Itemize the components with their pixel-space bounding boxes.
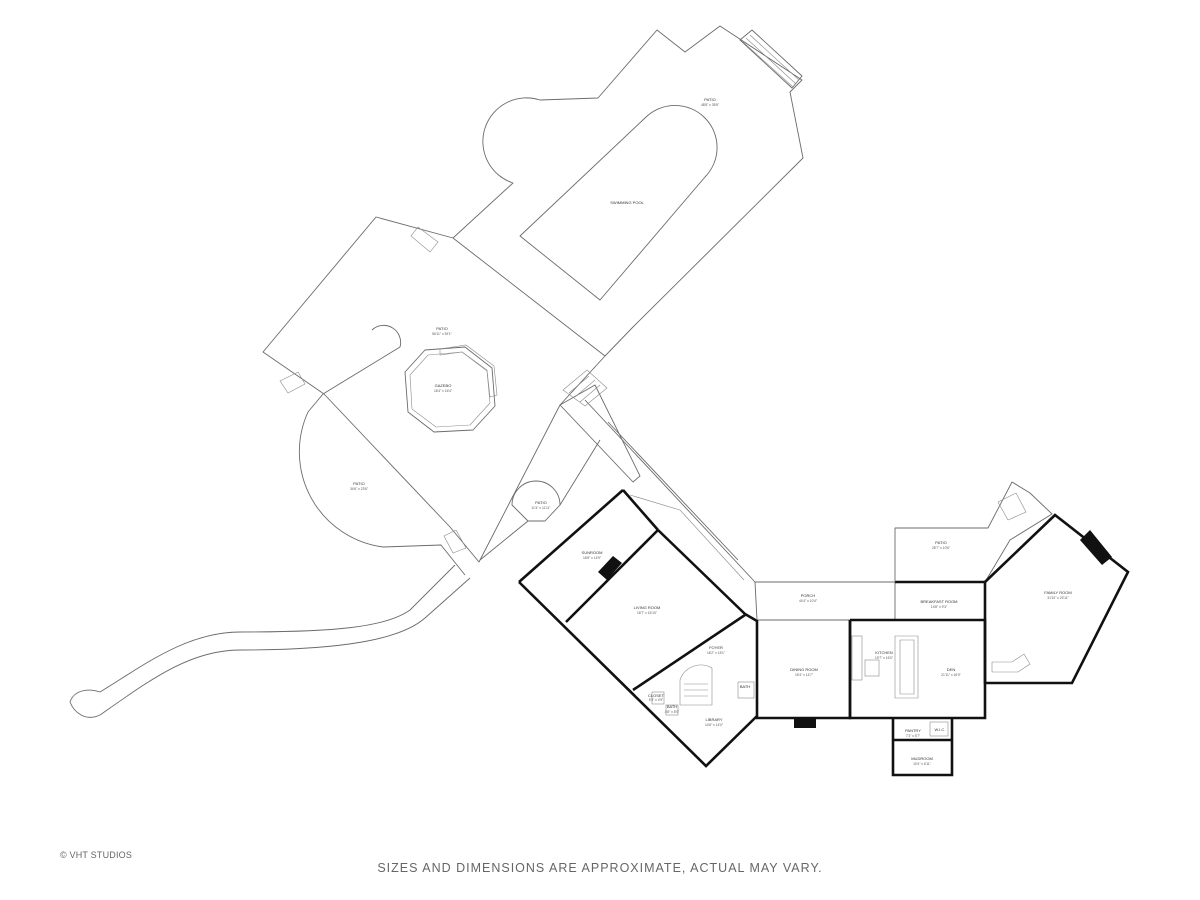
room-dims-breakfast: 14'8" x 9'3" (931, 605, 948, 609)
left-patio-outline (298, 393, 467, 576)
room-label-foyer: FOYER (709, 645, 723, 650)
room-dims-porch: 44'4" x 10'4" (799, 599, 818, 603)
room-label-living: LIVING ROOM (634, 605, 661, 610)
room-label-patio-small: PATIO (535, 500, 546, 505)
room-label-patio-right: PATIO (935, 540, 946, 545)
room-label-den: DEN (947, 667, 956, 672)
room-dims-library: 14'6" x 14'0" (705, 723, 724, 727)
room-label-pool: SWIMMING POOL (610, 200, 644, 205)
room-label-sunroom: SUNROOM (582, 550, 603, 555)
room-labels: PATIO 48'8" x 35'8" SWIMMING POOL PATIO … (350, 97, 1072, 766)
room-label-bath: BATH (740, 684, 750, 689)
breakfast-and-patio (894, 481, 1053, 620)
living-wing-walls (518, 489, 758, 768)
room-label-family: FAMILY ROOM (1044, 590, 1071, 595)
center-block-walls (754, 581, 987, 728)
room-dims-foyer: 16'2" x 15'1" (707, 651, 726, 655)
family-room-walls (983, 513, 1130, 685)
room-dims-living: 18'7" x 16'10" (637, 611, 658, 615)
driveway-outline (69, 564, 471, 718)
room-dims-pantry: 7'3" x 5'7" (906, 734, 921, 738)
room-label-library: LIBRARY (705, 717, 722, 722)
room-label-porch: PORCH (801, 593, 816, 598)
room-dims-patio-right: 28'7" x 10'6" (932, 546, 951, 550)
walkway-outline (559, 369, 850, 583)
room-dims-patio-top: 48'8" x 35'8" (701, 103, 720, 107)
room-dims-mudroom: 10'4" x 6'11" (913, 762, 932, 766)
room-label-mudroom: MUDROOM (911, 756, 933, 761)
room-dims-closet: 5'3" x 4'9" (649, 698, 664, 702)
room-label-breakfast: BREAKFAST ROOM (920, 599, 957, 604)
room-dims-patio-mid: 56'11" x 39'1" (432, 332, 452, 336)
copyright-text: © VHT STUDIOS (60, 850, 133, 860)
room-label-dining: DINING ROOM (790, 667, 818, 672)
mudroom-walls (891, 718, 954, 777)
room-dims-patio-small: 11'4" x 11'11" (531, 506, 551, 510)
room-label-patio-top: PATIO (704, 97, 715, 102)
small-patio-outline (479, 439, 601, 561)
room-dims-gazebo: 16'4" x 16'4" (434, 389, 453, 393)
room-dims-bath-small: 4'8" x 5'0" (665, 710, 680, 714)
room-dims-patio-left: 34'6" x 23'6" (350, 487, 369, 491)
pool-outline (519, 105, 718, 301)
room-dims-dining: 15'4" x 14'7" (795, 673, 814, 677)
upper-patio-outline (452, 25, 804, 357)
room-label-patio-mid: PATIO (436, 326, 447, 331)
room-dims-kitchen: 19'7" x 16'0" (875, 656, 894, 660)
disclaimer-text: SIZES AND DIMENSIONS ARE APPROXIMATE, AC… (377, 861, 823, 875)
room-label-gazebo: GAZEBO (435, 383, 452, 388)
gazebo-outline (404, 344, 498, 433)
room-dims-family: 31'10" x 23'11" (1047, 596, 1069, 600)
room-label-pantry: PANTRY (905, 728, 921, 733)
room-dims-den: 21'11" x 16'0" (941, 673, 961, 677)
room-label-closet: CLOSET (648, 693, 665, 698)
room-dims-sunroom: 16'8" x 14'9" (583, 556, 602, 560)
room-label-bath-small: BATH (667, 704, 677, 709)
room-label-patio-left: PATIO (353, 481, 364, 486)
room-label-kitchen: KITCHEN (875, 650, 893, 655)
room-label-wic: W.I.C. (935, 727, 946, 732)
